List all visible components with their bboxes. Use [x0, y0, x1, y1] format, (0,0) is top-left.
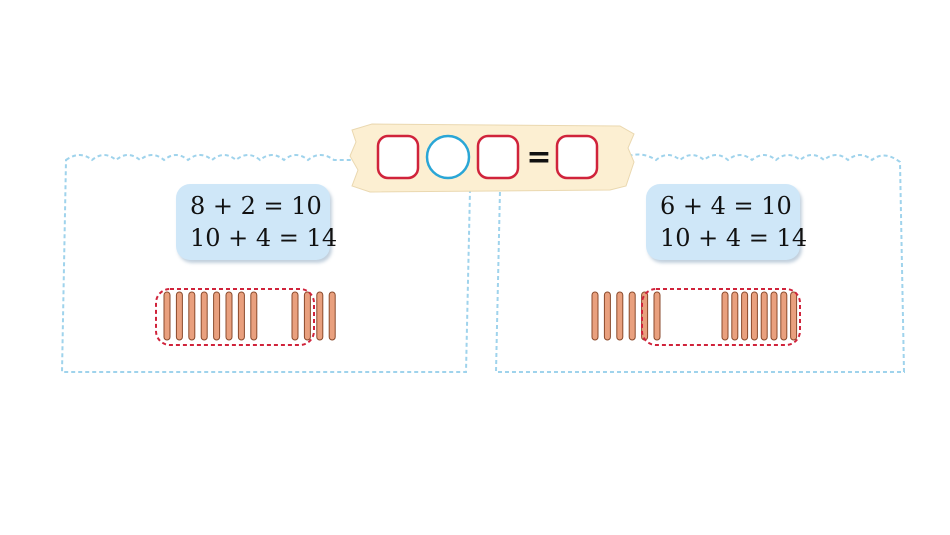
- left-equation-1: 8 + 2 = 10: [190, 192, 322, 220]
- counting-stick: [750, 291, 758, 341]
- counting-stick: [721, 291, 729, 341]
- left-stick-bundle: [163, 291, 336, 341]
- counting-stick: [291, 291, 299, 341]
- right-stick-bundle: [591, 291, 798, 341]
- counting-stick: [790, 291, 798, 341]
- counting-stick: [770, 291, 778, 341]
- equals-sign: =: [526, 140, 551, 175]
- counting-stick: [741, 291, 749, 341]
- counting-stick: [250, 291, 258, 341]
- counting-stick: [225, 291, 233, 341]
- counting-stick: [653, 291, 661, 341]
- counting-stick: [200, 291, 208, 341]
- left-equation-box: 8 + 2 = 10 10 + 4 = 14: [176, 184, 337, 260]
- answer-box-1[interactable]: [376, 134, 420, 180]
- right-ten-group-outline: [641, 288, 801, 346]
- right-equation-2: 10 + 4 = 14: [660, 224, 808, 252]
- counting-stick: [328, 291, 336, 341]
- counting-stick: [780, 291, 788, 341]
- counting-stick: [731, 291, 739, 341]
- counting-stick: [175, 291, 183, 341]
- counting-stick: [603, 291, 611, 341]
- operator-circle[interactable]: [425, 134, 471, 180]
- left-equation-2: 10 + 4 = 14: [190, 224, 338, 252]
- answer-box-2[interactable]: [476, 134, 520, 180]
- right-equation-box: 6 + 4 = 10 10 + 4 = 14: [646, 184, 807, 260]
- counting-stick: [163, 291, 171, 341]
- left-ten-group-outline: [155, 288, 315, 346]
- counting-stick: [213, 291, 221, 341]
- answer-box-3[interactable]: [555, 134, 599, 180]
- counting-stick: [591, 291, 599, 341]
- counting-stick: [188, 291, 196, 341]
- counting-stick: [237, 291, 245, 341]
- counting-stick: [616, 291, 624, 341]
- counting-stick: [303, 291, 311, 341]
- counting-stick: [760, 291, 768, 341]
- counting-stick: [316, 291, 324, 341]
- counting-stick: [628, 291, 636, 341]
- right-equation-1: 6 + 4 = 10: [660, 192, 792, 220]
